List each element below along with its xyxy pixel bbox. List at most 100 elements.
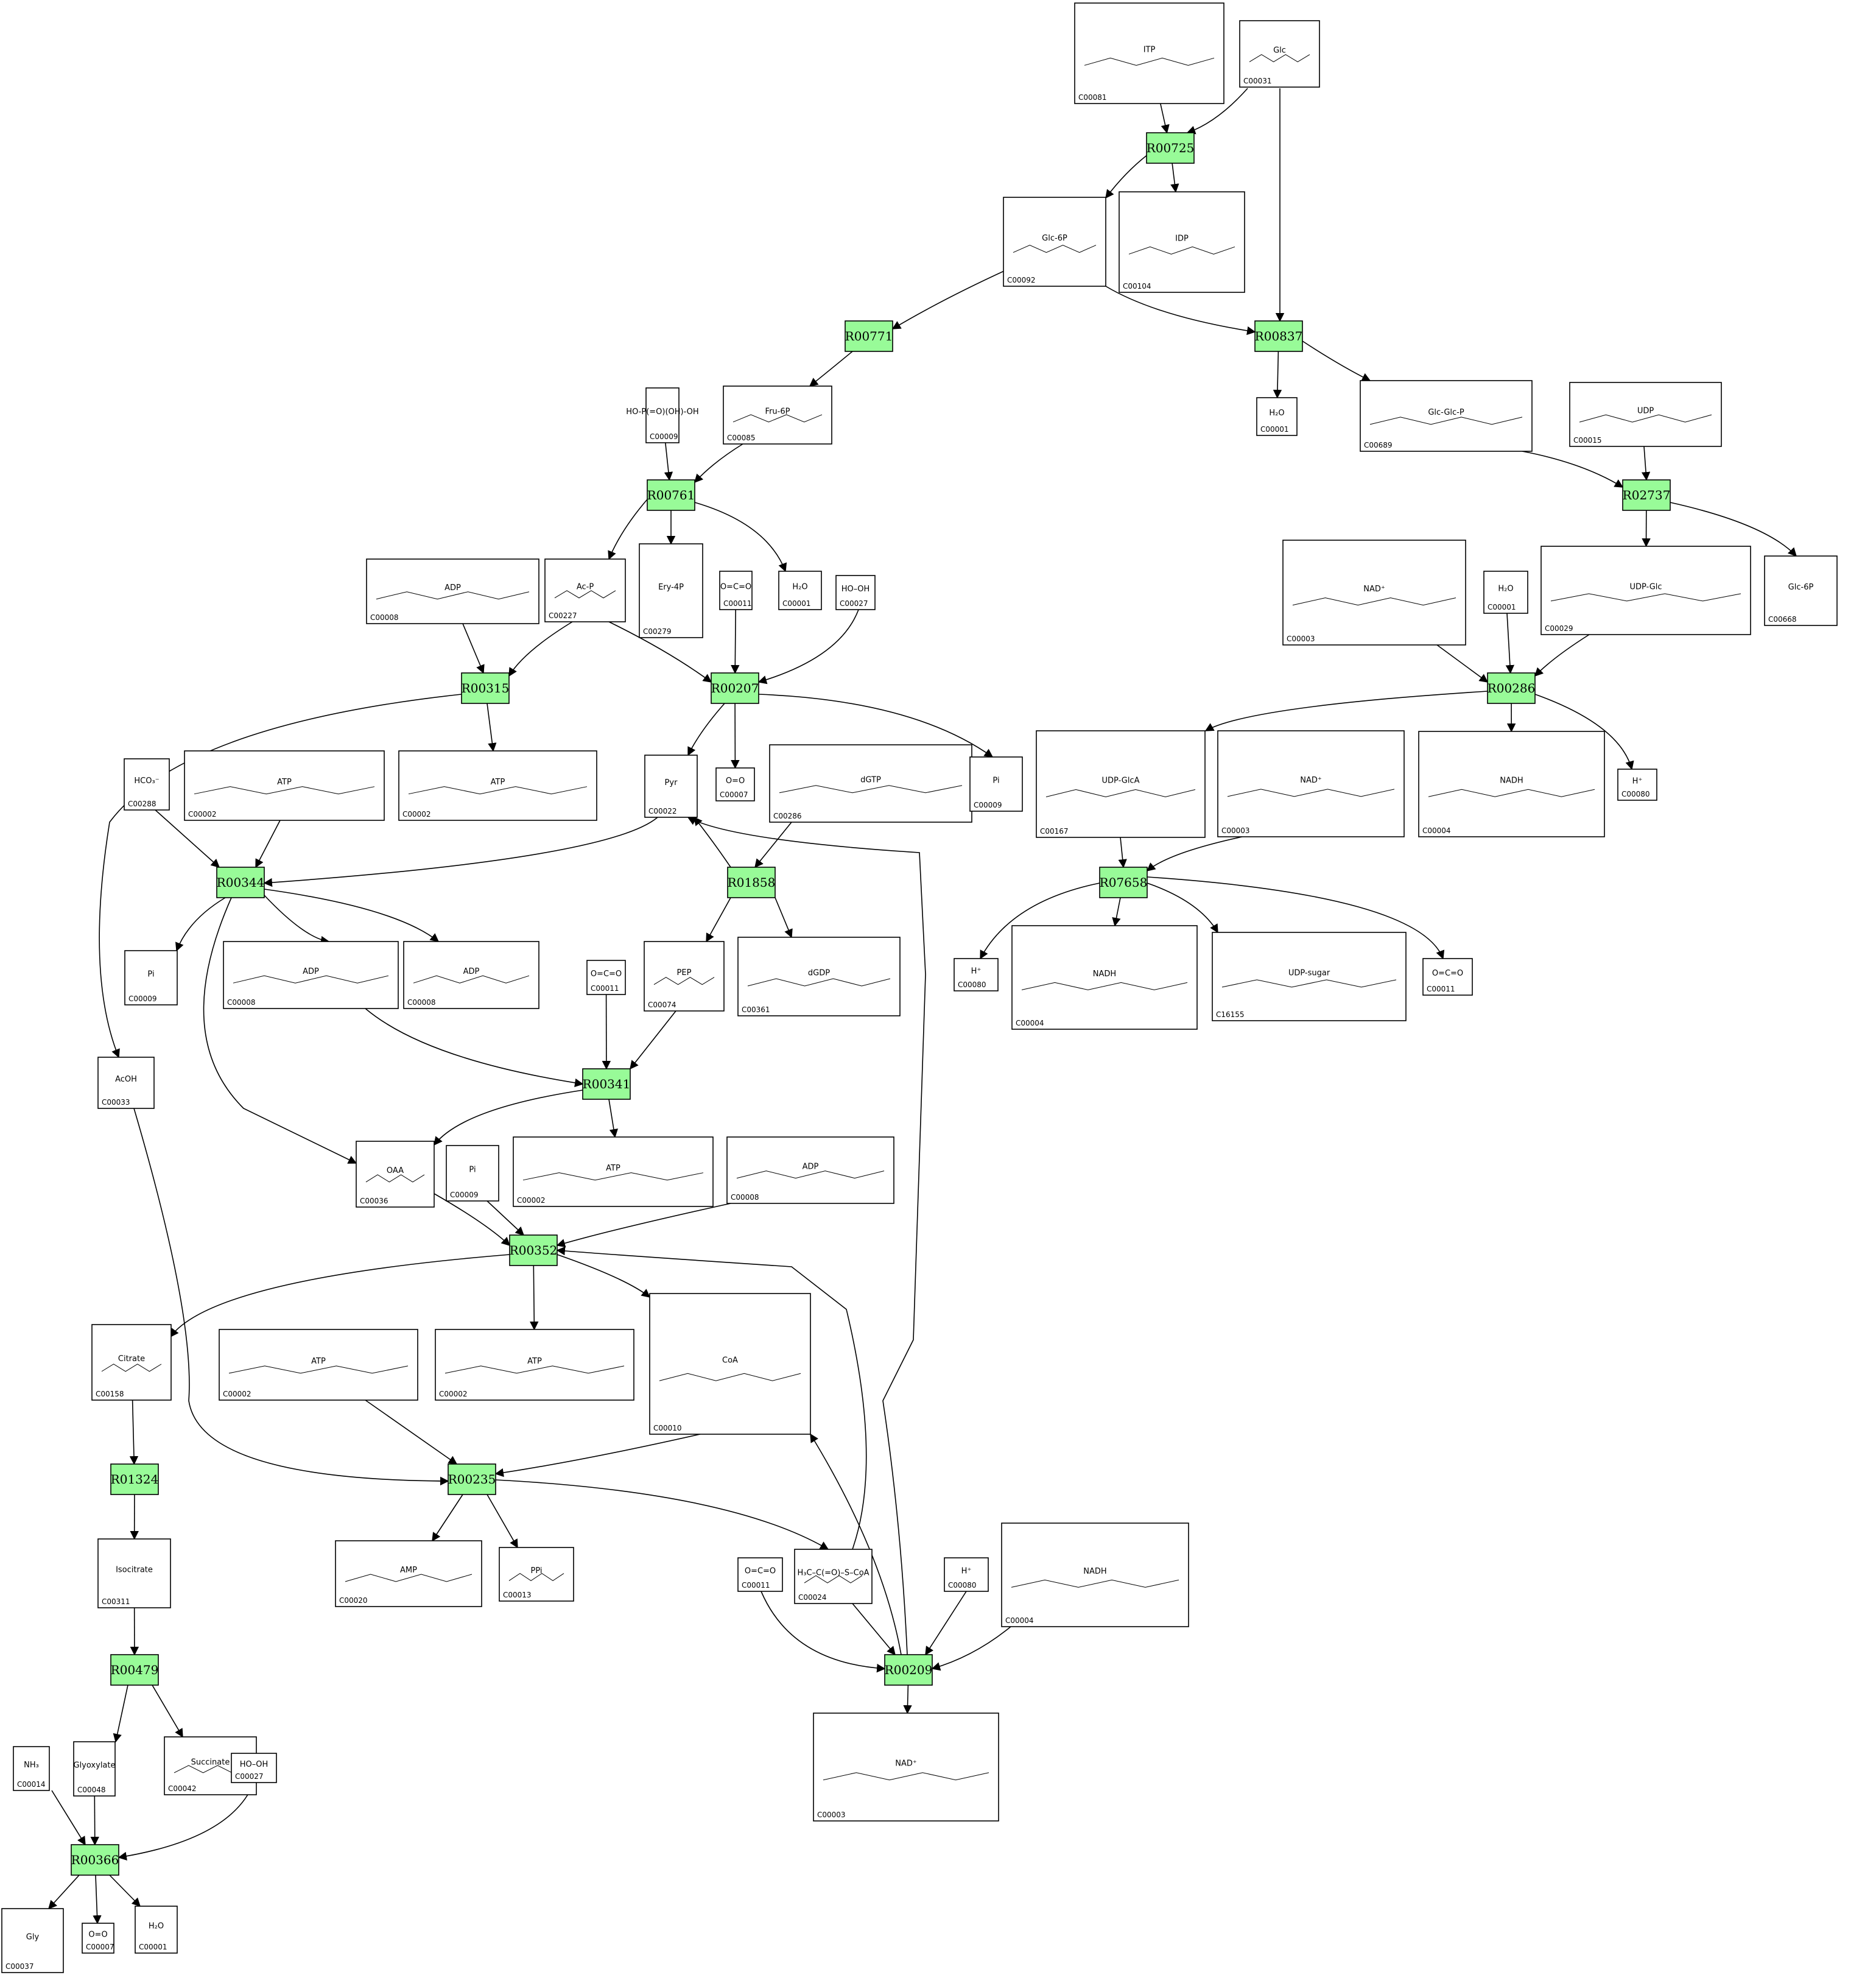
reaction-node[interactable]: R00725 [1146, 132, 1195, 164]
reaction-node[interactable]: R00761 [647, 479, 695, 511]
reaction-node[interactable]: R00341 [582, 1068, 631, 1100]
compound-box [356, 1141, 435, 1208]
compound-node[interactable]: H⁺C00080 [944, 1557, 989, 1592]
reaction-node[interactable]: R00209 [884, 1654, 933, 1686]
reaction-node[interactable]: R00207 [711, 672, 759, 704]
edge-arrow [775, 897, 793, 938]
compound-id: C16155 [1216, 1010, 1245, 1019]
compound-node[interactable]: H⁺C00080 [1617, 769, 1657, 801]
bond-lines [1221, 979, 1397, 988]
reaction-node[interactable]: R07658 [1099, 867, 1148, 898]
reaction-node[interactable]: R00479 [110, 1654, 159, 1686]
compound-node[interactable]: NAD⁺C00003 [813, 1713, 999, 1822]
reaction-node[interactable]: R00352 [509, 1234, 558, 1266]
reaction-node[interactable]: R00344 [216, 867, 265, 898]
compound-id: C00027 [840, 599, 868, 608]
reaction-node[interactable]: R00315 [461, 672, 510, 704]
compound-id: C00010 [653, 1424, 682, 1432]
compound-node[interactable]: NAD⁺C00003 [1282, 540, 1466, 646]
compound-box [1239, 20, 1320, 88]
compound-structure: dGDP [808, 969, 830, 978]
compound-id: C00009 [650, 432, 678, 441]
compound-id: C00009 [450, 1191, 479, 1199]
compound-node[interactable]: HCO₃⁻C00288 [124, 758, 170, 811]
reaction-id: R00315 [462, 681, 510, 695]
edge-arrow [434, 1090, 583, 1146]
reaction-node[interactable]: R00286 [1487, 672, 1536, 704]
edge-arrow [557, 1254, 651, 1298]
compound-node[interactable]: H⁺C00080 [954, 958, 999, 991]
bond-lines [508, 1572, 564, 1582]
compound-id: C00080 [948, 1581, 977, 1590]
reaction-node[interactable]: R00366 [71, 1844, 119, 1876]
compound-structure: Succinate [191, 1758, 230, 1767]
compound-node[interactable]: NAD⁺C00003 [1217, 730, 1405, 837]
reaction-node[interactable]: R01858 [727, 867, 776, 898]
reaction-node[interactable]: R00771 [845, 320, 893, 352]
reaction-node[interactable]: R00235 [448, 1463, 496, 1495]
compound-structure: ATP [606, 1164, 620, 1173]
reaction-node[interactable]: R00837 [1254, 320, 1303, 352]
reaction-node[interactable]: R01324 [110, 1463, 159, 1495]
reaction-node[interactable]: R02737 [1622, 479, 1671, 511]
compound-id: C00037 [5, 1962, 34, 1971]
